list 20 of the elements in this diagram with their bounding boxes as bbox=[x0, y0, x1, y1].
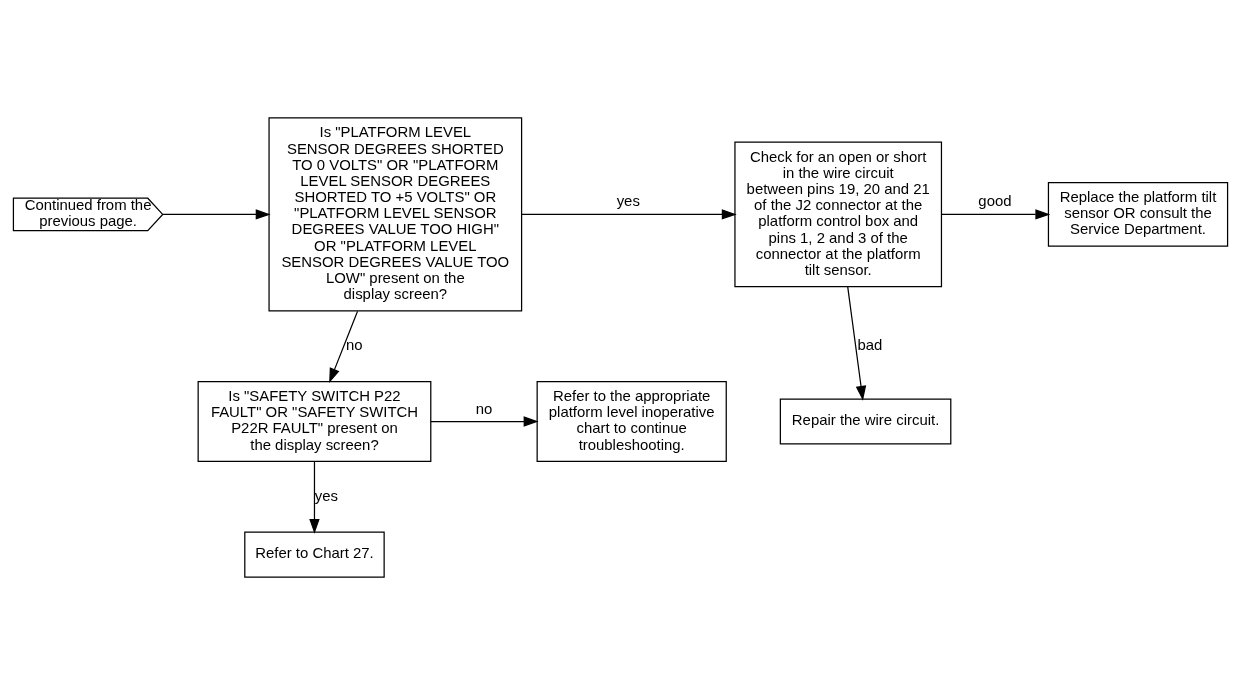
arrow bbox=[309, 460, 320, 534]
arrow bbox=[521, 208, 737, 220]
node-box: Is "PLATFORM LEVEL SENSOR DEGREES SHORTED TO 0 VOLTS" OR "PLATFORM LEVEL SENSOR DEGREES SHORTED TO +5 VOLTS" OR "PLATFORM LEVEL SENSOR DEGREES VALUE TOO HIGH" OR "PLATFORM LEVEL SENSOR DEGREES VALUE TOO LOW" present on the display screen? bbox=[268, 116, 523, 311]
arrow bbox=[430, 415, 539, 427]
node-box: Refer to the appropriate platform level inoperative chart to continue troubleshooting. bbox=[536, 380, 727, 462]
edge-label: no bbox=[345, 335, 363, 353]
arrow bbox=[847, 285, 867, 401]
edge-label: good bbox=[978, 191, 1012, 209]
node-box: Repair the wire circuit. bbox=[779, 398, 952, 445]
edge-label: bad bbox=[857, 335, 883, 353]
node-box: Refer to Chart 27. bbox=[244, 531, 385, 578]
edge-label: no bbox=[475, 399, 493, 417]
edge-label: yes bbox=[616, 191, 640, 209]
node-box: Is "SAFETY SWITCH P22 FAULT" OR "SAFETY SWITCH P22R FAULT" present on the display screen? bbox=[197, 380, 432, 462]
node-box: Check for an open or short in the wire circuit between pins 19, 20 and 21 of the J2 connector at the platform control box and pins 1, 2 and 3 of the connector at the platform tilt sensor. bbox=[734, 141, 943, 287]
node-box: Replace the platform tilt sensor OR consult the Service Department. bbox=[1047, 181, 1229, 247]
arrow bbox=[329, 310, 359, 383]
arrow bbox=[162, 208, 271, 220]
edge-label: yes bbox=[314, 486, 338, 504]
arrow bbox=[941, 208, 1051, 220]
